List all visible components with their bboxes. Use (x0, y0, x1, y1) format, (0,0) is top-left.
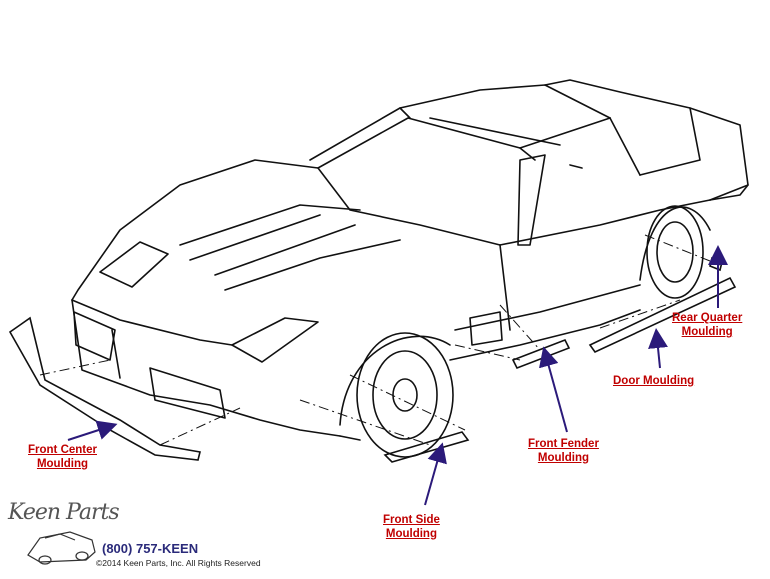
front-center-arrow (67, 420, 118, 441)
moulding-parts (8, 256, 737, 463)
copyright-notice: ©2014 Keen Parts, Inc. All Rights Reserv… (96, 558, 261, 568)
front-side-line1: Front Side (383, 514, 440, 526)
callout-arrows (67, 245, 728, 506)
explode-lines (39, 234, 721, 446)
front-side-line2: Moulding (385, 528, 437, 540)
front-fender-arrow (539, 346, 568, 433)
rear-quarter-moulding-label[interactable]: Rear Quarter Moulding (672, 311, 742, 339)
front-center-line1: Front Center (28, 444, 97, 456)
rear-quarter-line1: Rear Quarter (672, 312, 743, 324)
front-fender-line2: Moulding (537, 452, 589, 464)
car-body (71, 79, 749, 458)
phone-number[interactable]: (800) 757-KEEN (102, 541, 199, 556)
front-side-moulding-label[interactable]: Front Side Moulding (383, 513, 440, 541)
front-center-moulding-label[interactable]: Front Center Moulding (28, 443, 97, 471)
front-center-line2: Moulding (36, 458, 89, 470)
door-moulding-label[interactable]: Door Moulding (613, 374, 694, 388)
front-fender-line1: Front Fender (528, 438, 599, 450)
rear-quarter-line2: Moulding (681, 326, 733, 338)
door-arrow (648, 328, 668, 369)
front-fender-moulding-label[interactable]: Front Fender Moulding (528, 437, 599, 465)
keen-parts-logo: Keen Parts (8, 500, 120, 525)
door-line1: Door Moulding (613, 375, 695, 387)
front-side-arrow (424, 442, 447, 506)
logo-car-icon (27, 531, 96, 565)
